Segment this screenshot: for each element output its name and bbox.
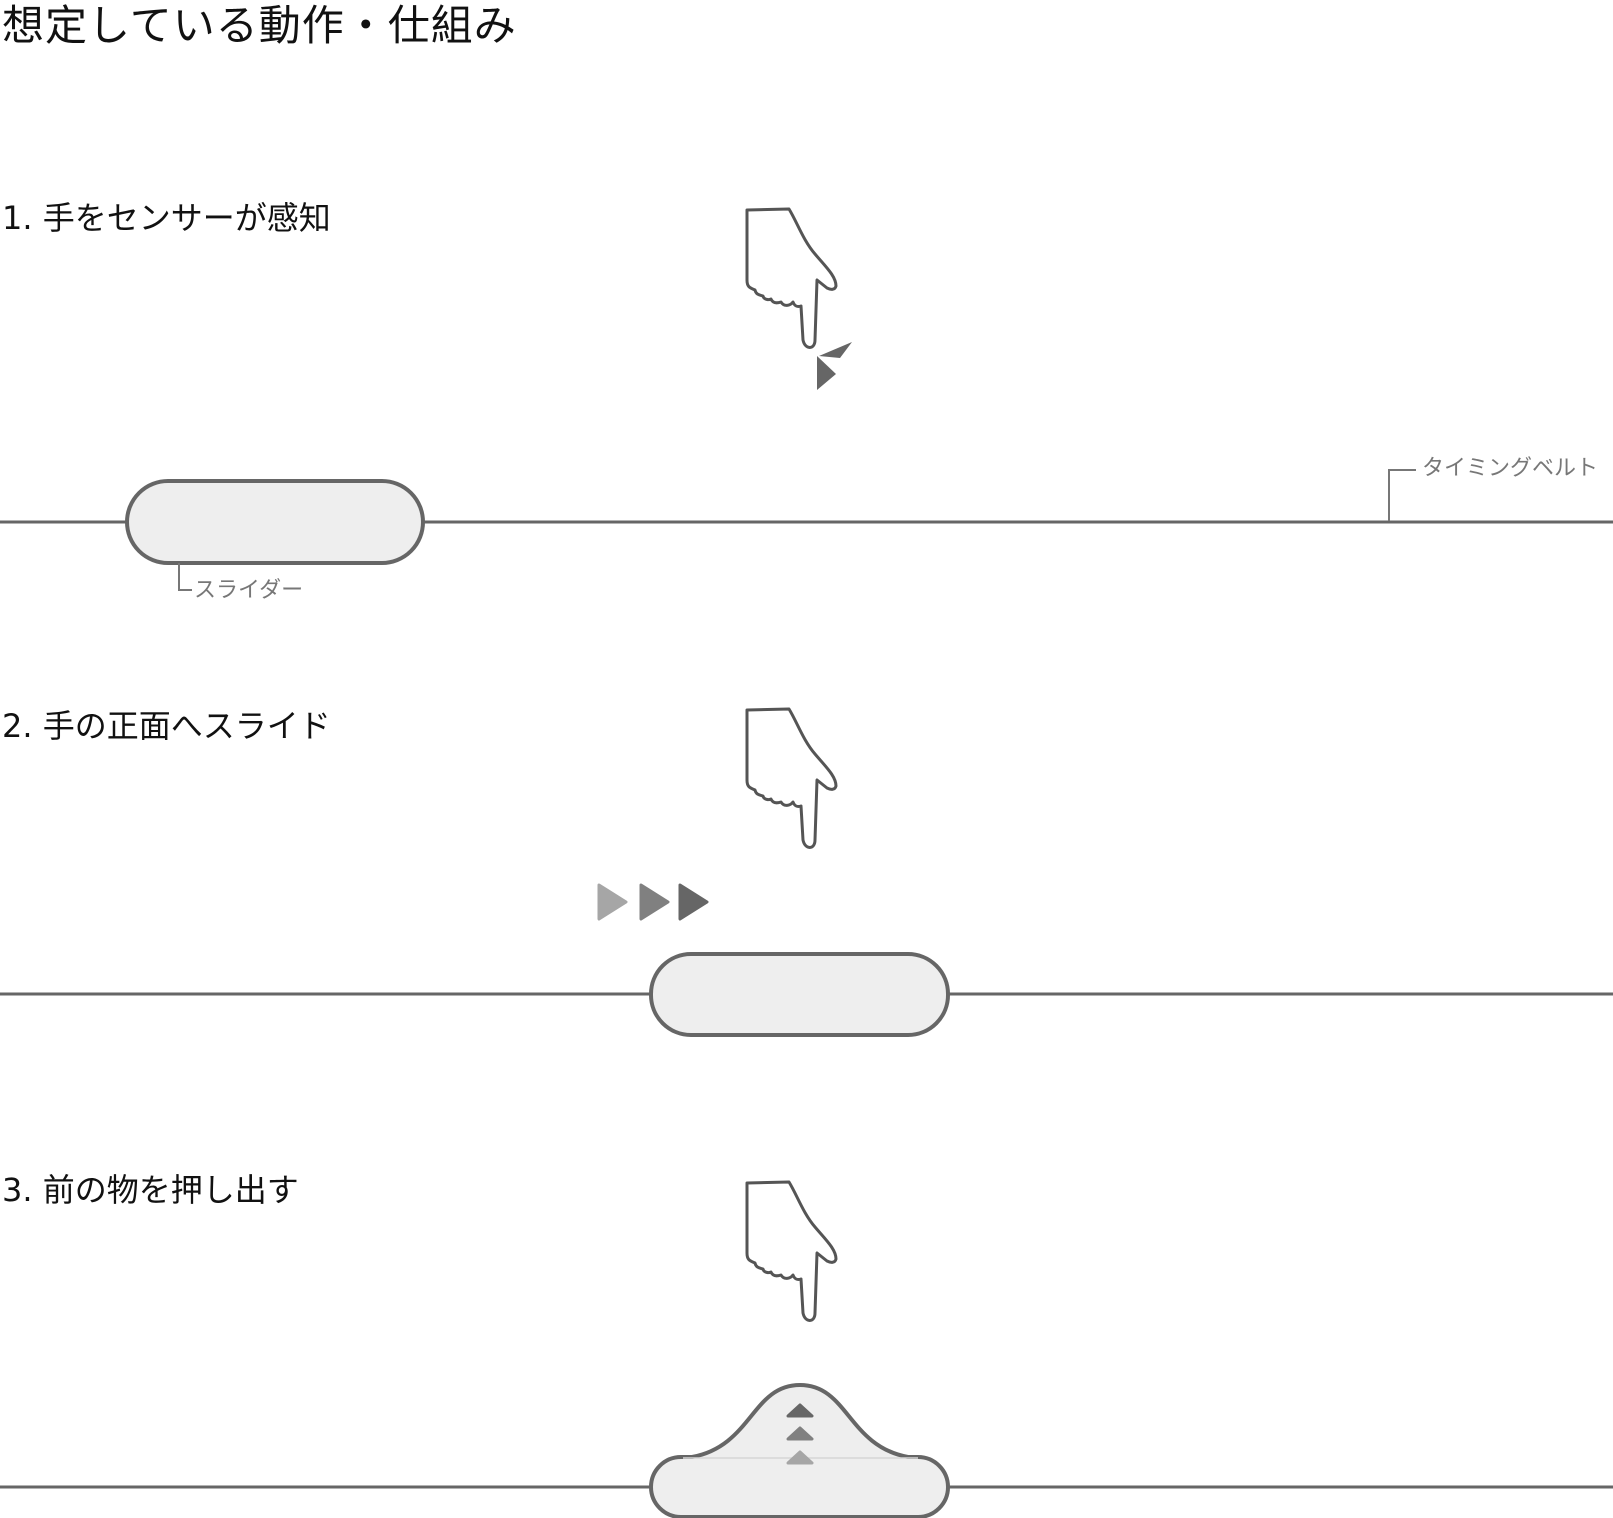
step-3-label: 3. 前の物を押し出す — [2, 1171, 299, 1209]
slider-leader — [178, 563, 192, 591]
slider-block — [649, 952, 950, 1037]
up-arrow-icon — [786, 1450, 814, 1465]
step-2-label: 2. 手の正面へスライド — [2, 707, 331, 745]
timing-belt-label: タイミングベルト — [1422, 456, 1599, 481]
pointing-hand-icon — [745, 1180, 838, 1322]
slider-label: スライダー — [194, 578, 304, 603]
step-3-illustration — [0, 1180, 1613, 1518]
pointing-hand-icon — [745, 707, 838, 849]
step-2-illustration — [0, 707, 1613, 1037]
pointing-hand-icon — [745, 207, 838, 349]
sensor-signal-icon — [817, 342, 852, 390]
timing-belt-leader — [1388, 469, 1416, 521]
up-arrow-icon — [786, 1403, 814, 1418]
slider-block — [125, 479, 425, 565]
up-arrow-icon — [786, 1426, 814, 1441]
right-arrow-icon — [639, 883, 670, 921]
right-arrow-icon — [597, 883, 628, 921]
right-arrow-icon — [678, 883, 709, 921]
step-1-illustration — [0, 207, 1613, 591]
step-1-label: 1. 手をセンサーが感知 — [2, 199, 331, 237]
page-title: 想定している動作・仕組み — [2, 1, 517, 50]
